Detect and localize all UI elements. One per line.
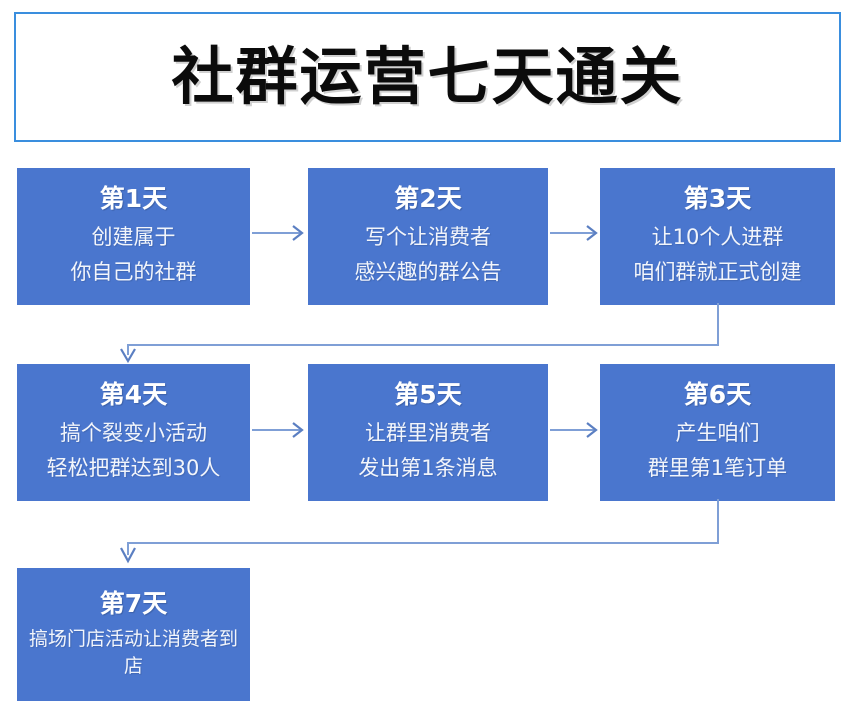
step-detail-line: 你自己的社群 bbox=[70, 260, 197, 285]
step-detail-line: 群里第1笔订单 bbox=[647, 456, 788, 481]
step-day-label: 第6天 bbox=[683, 380, 752, 410]
step-detail-line: 写个让消费者 bbox=[365, 225, 491, 250]
arrow-right-icon-day5-day6 bbox=[548, 420, 602, 440]
arrow-right-icon-day2-day3 bbox=[548, 223, 602, 243]
step-box-day-1[interactable]: 第1天 创建属于 你自己的社群 bbox=[17, 168, 250, 305]
page-title: 社群运营七天通关 bbox=[171, 40, 684, 113]
step-detail-line: 轻松把群达到30人 bbox=[46, 456, 221, 481]
step-day-label: 第2天 bbox=[394, 184, 462, 214]
elbow-connector-day6-day7 bbox=[110, 499, 730, 569]
step-box-day-6[interactable]: 第6天 产生咱们 群里第1笔订单 bbox=[600, 364, 835, 501]
step-detail-line: 咱们群就正式创建 bbox=[633, 260, 802, 285]
step-box-day-7[interactable]: 第7天 搞场门店活动让消费者到店 bbox=[17, 568, 250, 701]
arrow-right-icon-day1-day2 bbox=[250, 223, 308, 243]
step-detail-line: 产生咱们 bbox=[675, 421, 760, 446]
step-detail-line: 创建属于 bbox=[91, 225, 176, 250]
step-box-day-5[interactable]: 第5天 让群里消费者 发出第1条消息 bbox=[308, 364, 548, 501]
step-day-label: 第4天 bbox=[99, 380, 168, 410]
step-detail-line: 发出第1条消息 bbox=[358, 456, 498, 481]
elbow-connector-day3-day4 bbox=[110, 303, 730, 367]
step-box-day-4[interactable]: 第4天 搞个裂变小活动 轻松把群达到30人 bbox=[17, 364, 250, 501]
step-detail-line: 让群里消费者 bbox=[365, 421, 491, 446]
step-day-label: 第3天 bbox=[683, 184, 752, 214]
step-detail-line: 感兴趣的群公告 bbox=[354, 260, 502, 285]
step-day-label: 第7天 bbox=[99, 589, 168, 619]
step-detail-line: 搞个裂变小活动 bbox=[60, 421, 207, 446]
step-box-day-3[interactable]: 第3天 让10个人进群 咱们群就正式创建 bbox=[600, 168, 835, 305]
step-detail-line: 搞场门店活动让消费者到店 bbox=[28, 627, 238, 678]
step-detail-line: 让10个人进群 bbox=[651, 225, 784, 250]
step-day-label: 第5天 bbox=[394, 380, 462, 410]
step-day-label: 第1天 bbox=[99, 184, 168, 214]
step-box-day-2[interactable]: 第2天 写个让消费者 感兴趣的群公告 bbox=[308, 168, 548, 305]
title-banner: 社群运营七天通关 bbox=[14, 12, 841, 142]
arrow-right-icon-day4-day5 bbox=[250, 420, 308, 440]
